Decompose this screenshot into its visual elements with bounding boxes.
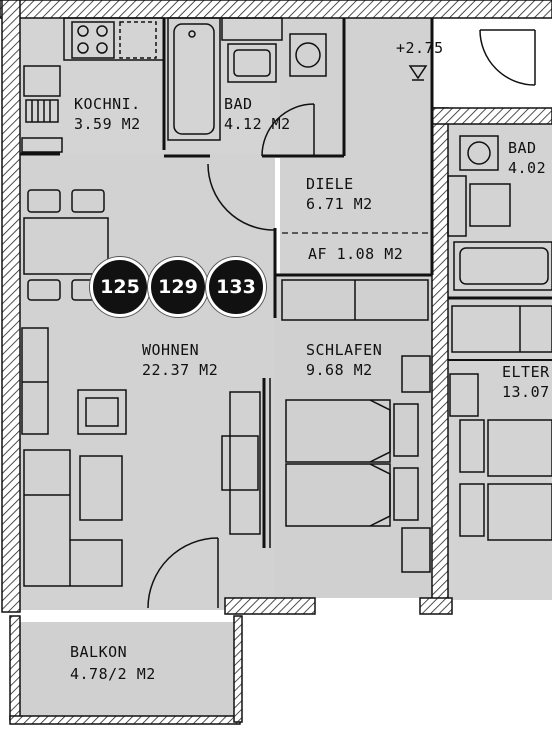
schlafen-furniture	[281, 279, 431, 573]
wall-left	[1, 0, 21, 613]
kitchen-counter	[63, 17, 165, 61]
badge-125: 125	[90, 257, 150, 317]
door-swing-bath	[261, 103, 315, 157]
bathtub	[167, 17, 221, 141]
floor-diele	[280, 18, 432, 275]
balkon-area: 4.78/2 M2	[70, 665, 156, 683]
floor-neighbor	[448, 124, 552, 600]
coffee-table	[79, 455, 123, 521]
bathroom-fixtures	[167, 17, 327, 157]
kochni-area: 3.59 M2	[74, 115, 141, 133]
level-label: +2.75	[396, 39, 444, 57]
dresser	[401, 355, 431, 393]
nightstand-2	[393, 467, 419, 521]
neighbor-eltern-area: 13.07	[502, 383, 550, 401]
partitions	[20, 18, 552, 361]
floor-schlafen	[275, 275, 432, 598]
diele-fixtures	[207, 29, 536, 231]
bad-area: 4.12 M2	[224, 115, 291, 133]
stove	[71, 21, 115, 59]
neighbor-nightstand-1	[459, 419, 485, 473]
neighbor-wardrobe	[451, 305, 552, 353]
neighbor-cabinet	[447, 175, 467, 237]
neighbor-bed-2	[487, 483, 552, 541]
wall-balkon-left	[9, 615, 21, 721]
door-swing-entry	[479, 29, 536, 86]
neighbor-fixtures	[447, 135, 552, 541]
badge-133: 133	[206, 257, 266, 317]
kitchen-fixtures	[21, 17, 165, 153]
dining-table	[23, 217, 109, 275]
schlafen-name: SCHLAFEN	[306, 341, 383, 359]
floor-wohnen	[20, 154, 275, 610]
neighbor-dresser	[449, 373, 479, 417]
wall-top	[0, 0, 552, 19]
washbasin	[227, 43, 277, 83]
chair-3	[27, 279, 61, 301]
neighbor-bad-name: BAD	[508, 139, 537, 157]
af-label: AF 1.08 M2	[308, 245, 404, 263]
wall-bottom-segment	[224, 597, 316, 615]
neighbor-bed-1	[487, 419, 552, 477]
chair-2	[71, 189, 105, 213]
shelf-left	[21, 327, 49, 435]
wohnen-furniture	[21, 189, 271, 609]
wall-bottom-right	[419, 597, 453, 615]
neighbor-eltern-name: ELTER	[502, 363, 550, 381]
neighbor-nightstand-2	[459, 483, 485, 537]
kitchen-sill	[21, 137, 63, 153]
nightstand-1	[393, 403, 419, 457]
wall-balkon-right	[233, 615, 243, 723]
level-triangle	[408, 65, 428, 80]
wall-right	[431, 107, 449, 613]
door-swing-balkon	[147, 537, 219, 609]
badge-129: 129	[148, 257, 208, 317]
chair-1	[27, 189, 61, 213]
floor-kitchen	[20, 18, 164, 154]
neighbor-bad-area: 4.02	[508, 159, 547, 177]
sofa	[23, 449, 123, 587]
floor-balkon	[18, 622, 236, 718]
balkon-name: BALKON	[70, 643, 128, 661]
schlafen-area: 9.68 M2	[306, 361, 373, 379]
tv-unit	[229, 391, 261, 535]
armchair	[77, 389, 127, 435]
door-swing-diele	[207, 163, 275, 231]
floor-areas	[18, 18, 552, 718]
diele-area: 6.71 M2	[306, 195, 373, 213]
neighbor-tub	[453, 241, 552, 291]
wohnen-area: 22.37 M2	[142, 361, 219, 379]
bad-name: BAD	[224, 95, 253, 113]
dresser-2	[401, 527, 431, 573]
wall-neighbor-top	[431, 107, 552, 125]
wohnen-name: WOHNEN	[142, 341, 200, 359]
neighbor-toilet	[459, 135, 499, 171]
kitchen-cabinet	[23, 65, 61, 97]
diele-name: DIELE	[306, 175, 354, 193]
sink	[119, 21, 157, 59]
washing-machine	[289, 33, 327, 77]
neighbor-basin	[469, 183, 511, 227]
bath-shelf	[221, 17, 283, 41]
kochni-name: KOCHNI.	[74, 95, 141, 113]
radiator-kitchen	[25, 99, 59, 123]
wall-balkon-bottom	[9, 715, 241, 725]
